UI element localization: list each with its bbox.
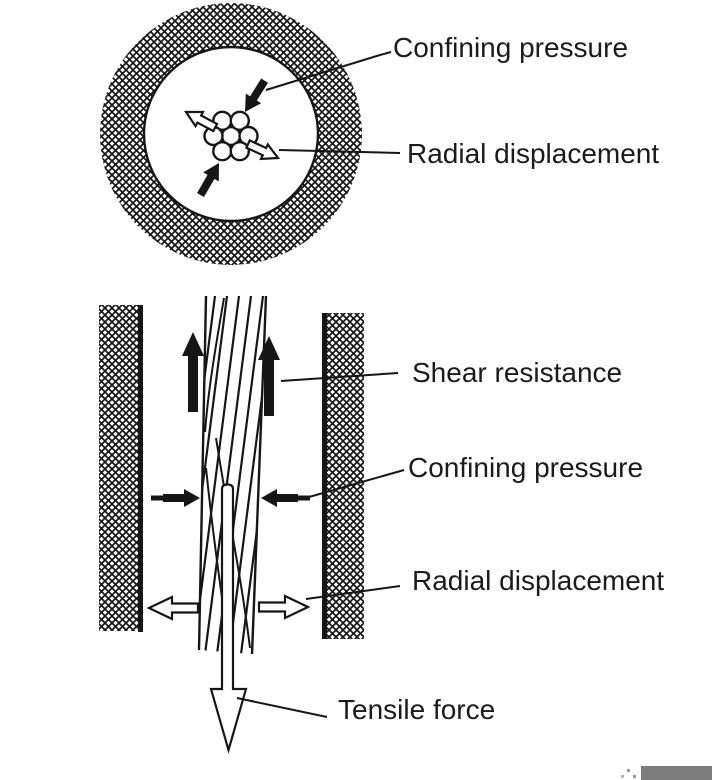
rock-hatch-left-wall [99, 305, 138, 631]
rock-hatch-right-wall [327, 313, 364, 639]
scan-artifact-bar [621, 766, 712, 780]
leader-line [305, 585, 401, 600]
tensile-force-arrow [209, 483, 248, 754]
confining-pressure-arrow [163, 489, 200, 507]
leader-line [280, 372, 399, 382]
radial-displacement-arrow [257, 594, 310, 620]
label-confining-pressure-bottom: Confining pressure [408, 452, 643, 483]
leader-line [308, 469, 405, 498]
leader-line [278, 149, 401, 154]
borehole-wall-circle [142, 45, 320, 223]
radial-displacement-arrow [147, 595, 200, 621]
confining-pressure-arrow [261, 489, 298, 507]
label-radial-displacement-bottom: Radial displacement [412, 565, 664, 596]
cable-strand-bundle [203, 110, 259, 162]
leader-line [265, 51, 392, 91]
label-shear-resistance: Shear resistance [412, 357, 622, 388]
leader-line [236, 697, 328, 718]
label-tensile-force: Tensile force [338, 694, 495, 725]
shear-resistance-arrow [182, 332, 204, 412]
pull-out-longitudinal-section: Shear resistance Confining pressure Radi… [99, 295, 664, 754]
label-radial-displacement-top: Radial displacement [407, 138, 659, 169]
borehole-cross-section: Confining pressure Radial displacement [100, 3, 659, 265]
label-confining-pressure-top: Confining pressure [393, 32, 628, 63]
